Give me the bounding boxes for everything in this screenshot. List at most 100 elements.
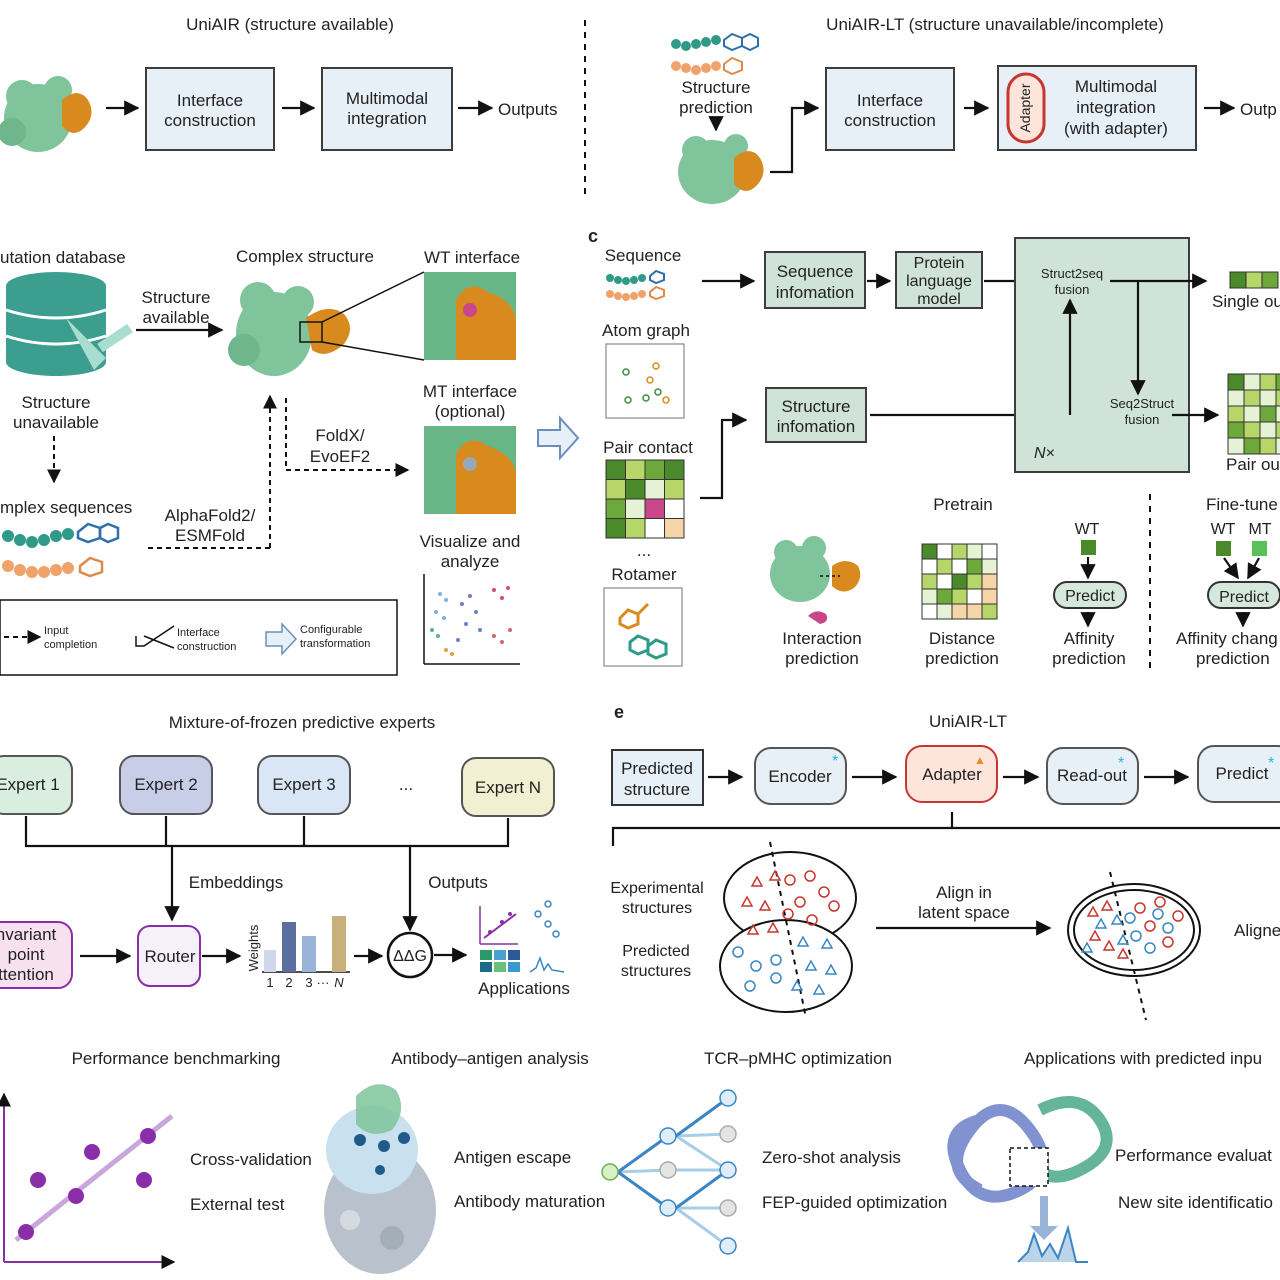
matrix-cell — [644, 498, 665, 519]
interface-construction-box-lt — [825, 67, 955, 151]
legend-box — [0, 599, 398, 676]
ellipsis: ... — [399, 775, 413, 794]
bar-tick: ··· — [317, 975, 330, 990]
complex-structure-label: Complex structure — [236, 247, 374, 266]
struct-available-label: available — [142, 308, 209, 327]
fusion-label: Struct2seq — [1041, 266, 1103, 281]
struct-pred-label: prediction — [679, 98, 753, 117]
bar-tick: N — [334, 975, 344, 990]
box-line: Multimodal — [346, 89, 428, 108]
predicted-label: Predicted — [622, 943, 690, 960]
pretrain-label: Pretrain — [933, 495, 993, 514]
complex-structure-icon — [228, 282, 350, 376]
wt-interface-label: WT interface — [424, 248, 520, 267]
matrix-cell — [936, 573, 953, 590]
experimental-label: structures — [622, 900, 692, 917]
predict-label: Predict — [1216, 764, 1269, 783]
panel-e-tag: e — [614, 702, 624, 722]
input-label: Rotamer — [611, 565, 677, 584]
ipa-label: ttention — [0, 965, 54, 984]
matrix-cell — [644, 459, 665, 480]
box-line: Predicted — [621, 759, 693, 778]
panel-b: utation database Structure unavailable m… — [0, 247, 580, 676]
matrix-cell — [1275, 421, 1280, 439]
wt-square — [1216, 541, 1231, 556]
ab-maturation-label: Antibody maturation — [454, 1192, 605, 1211]
predict-pill — [1053, 581, 1127, 609]
matrix-cell — [1275, 389, 1280, 407]
legend-zoom-icon — [135, 625, 175, 649]
pretrain-task-label: prediction — [1052, 649, 1126, 668]
fusion-block — [1014, 237, 1190, 473]
matrix-cell — [1259, 437, 1277, 455]
pair-contact-matrix — [605, 459, 685, 539]
box-line: construction — [164, 111, 256, 130]
panel-c: c Sequence Atom graph Pair contact ... R… — [588, 226, 1280, 668]
matrix-cell — [625, 518, 646, 539]
matrix-cell — [644, 479, 665, 500]
expert-label: Expert N — [475, 778, 541, 797]
matrix-cell — [1227, 373, 1245, 391]
box-line: (with adapter) — [1064, 119, 1168, 138]
box-line: integration — [1076, 98, 1155, 117]
input-label: Pair contact — [603, 438, 693, 457]
matrix-cell — [936, 543, 953, 560]
atom-graph-box — [605, 343, 685, 419]
expert-1-box — [0, 755, 73, 815]
matrix-cell — [1275, 437, 1280, 455]
aligned-label: Aligne — [1234, 921, 1280, 940]
mt-square — [1252, 541, 1267, 556]
matrix-cell — [966, 558, 983, 575]
box-line: infomation — [776, 283, 854, 302]
cross-val-label: Cross-validation — [190, 1150, 312, 1169]
alphafold-label: ESMFold — [175, 526, 245, 545]
n-times-label: N× — [1034, 445, 1055, 462]
box-line: Sequence — [777, 262, 854, 281]
pred-input-title: Applications with predicted inpu — [1024, 1049, 1262, 1068]
bar-tick: 2 — [285, 975, 292, 990]
outputs-label: Outputs — [428, 873, 488, 892]
matrix-cell — [1243, 405, 1261, 423]
rotamer-box — [603, 587, 683, 667]
box-line: construction — [844, 111, 936, 130]
finetune-task-label: Affinity chang — [1176, 629, 1278, 648]
struct-unavail-label: Structure — [22, 393, 91, 412]
expert-bus-line — [24, 816, 510, 848]
panel-a: UniAIR (structure available) Interface c… — [0, 15, 1277, 204]
matrix-cell — [605, 498, 626, 519]
visualize-label: Visualize and — [420, 532, 521, 551]
new-site-label: New site identificatio — [1118, 1193, 1273, 1212]
expert-label: Expert 3 — [272, 775, 335, 794]
plm-box — [895, 251, 983, 309]
matrix-cell — [1243, 373, 1261, 391]
matrix-cell — [605, 479, 626, 500]
matrix-cell — [1259, 373, 1277, 391]
foldx-label: FoldX/ — [315, 426, 364, 445]
perf-title: Performance benchmarking — [72, 1049, 281, 1068]
applications-icon — [479, 900, 565, 973]
predict-pill — [1207, 581, 1280, 609]
struct-available-label: Structure — [142, 288, 211, 307]
arrow — [700, 412, 748, 500]
matrix-cell — [664, 518, 685, 539]
matrix-cell — [981, 573, 998, 590]
matrix-cell — [981, 603, 998, 620]
pretrain-task-label: Affinity — [1064, 629, 1115, 648]
ab-title: Antibody–antigen analysis — [391, 1049, 589, 1068]
box-line: language — [906, 273, 972, 290]
matrix-cell — [1227, 421, 1245, 439]
ddg-node — [386, 931, 434, 979]
pair-output-label: Pair ou — [1226, 455, 1280, 474]
matrix-cell — [921, 573, 938, 590]
panel-a-left-title: UniAIR (structure available) — [186, 15, 394, 34]
foldx-label: EvoEF2 — [310, 447, 370, 466]
adapter-label: Adapter — [1017, 83, 1033, 132]
matrix-cell — [921, 558, 938, 575]
box-line: model — [917, 291, 961, 308]
matrix-cell — [921, 588, 938, 605]
panel-d-title: Mixture-of-frozen predictive experts — [169, 713, 435, 732]
ddg-label: ΔΔG — [393, 948, 427, 965]
predict-label: Predict — [1065, 588, 1115, 605]
protein-complex-icon — [0, 76, 92, 152]
complex-sequences-label: mplex sequences — [0, 498, 132, 517]
